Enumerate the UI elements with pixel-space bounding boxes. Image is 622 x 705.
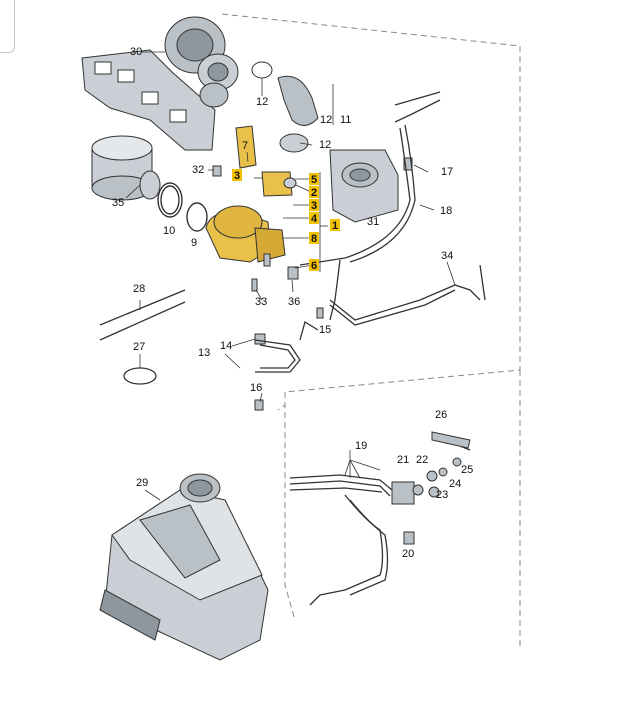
label-26: 26 bbox=[435, 409, 448, 421]
label-29: 29 bbox=[136, 477, 149, 489]
cable-ties-part bbox=[99, 289, 186, 385]
label-35: 35 bbox=[112, 197, 125, 209]
label-33: 33 bbox=[255, 296, 268, 308]
label-5: 5 bbox=[311, 174, 318, 186]
fastener-parts bbox=[212, 157, 413, 411]
label-17: 17 bbox=[441, 166, 454, 178]
label-11: 11 bbox=[340, 114, 352, 126]
label-24: 24 bbox=[449, 478, 462, 490]
label-18: 18 bbox=[440, 205, 453, 217]
label-7: 7 bbox=[242, 140, 249, 152]
label-8: 8 bbox=[311, 233, 318, 245]
dashed-frame bbox=[221, 13, 521, 650]
label-28: 28 bbox=[133, 283, 146, 295]
air-filter-box-part bbox=[99, 473, 269, 661]
filter-pot-part bbox=[91, 135, 161, 201]
label-36: 36 bbox=[288, 296, 301, 308]
label-12-top: 12 bbox=[256, 96, 269, 108]
vacuum-pipes bbox=[254, 91, 486, 373]
label-13: 13 bbox=[198, 347, 211, 359]
label-16: 16 bbox=[250, 382, 263, 394]
turbocharger-part bbox=[81, 16, 239, 151]
label-12-mid: 12 bbox=[320, 114, 333, 126]
valve-part bbox=[391, 431, 471, 545]
egr-valve-part bbox=[205, 125, 297, 263]
label-3-right: 3 bbox=[311, 200, 318, 212]
label-23: 23 bbox=[436, 489, 449, 501]
label-19: 19 bbox=[355, 440, 368, 452]
hose-part bbox=[251, 61, 319, 153]
head-cover-part bbox=[329, 149, 399, 223]
label-1: 1 bbox=[332, 220, 339, 232]
lower-pipes bbox=[289, 437, 471, 606]
label-10: 10 bbox=[163, 225, 176, 237]
label-30: 30 bbox=[130, 46, 143, 58]
window-corner bbox=[0, 0, 15, 53]
label-15: 15 bbox=[319, 324, 332, 336]
label-9: 9 bbox=[191, 237, 198, 249]
label-31: 31 bbox=[367, 216, 380, 228]
label-22: 22 bbox=[416, 454, 429, 466]
label-27: 27 bbox=[133, 341, 146, 353]
label-21: 21 bbox=[397, 454, 410, 466]
label-14: 14 bbox=[220, 340, 233, 352]
label-6: 6 bbox=[311, 260, 318, 272]
label-2: 2 bbox=[311, 187, 318, 199]
label-12-low: 12 bbox=[319, 139, 332, 151]
label-25: 25 bbox=[461, 464, 474, 476]
label-20: 20 bbox=[402, 548, 415, 560]
label-4: 4 bbox=[311, 213, 318, 225]
leader-lines bbox=[125, 51, 456, 501]
label-32: 32 bbox=[192, 164, 205, 176]
label-3-left: 3 bbox=[234, 170, 241, 182]
highlight-markers bbox=[232, 169, 340, 271]
clamp-part bbox=[157, 182, 208, 232]
label-34: 34 bbox=[441, 250, 454, 262]
